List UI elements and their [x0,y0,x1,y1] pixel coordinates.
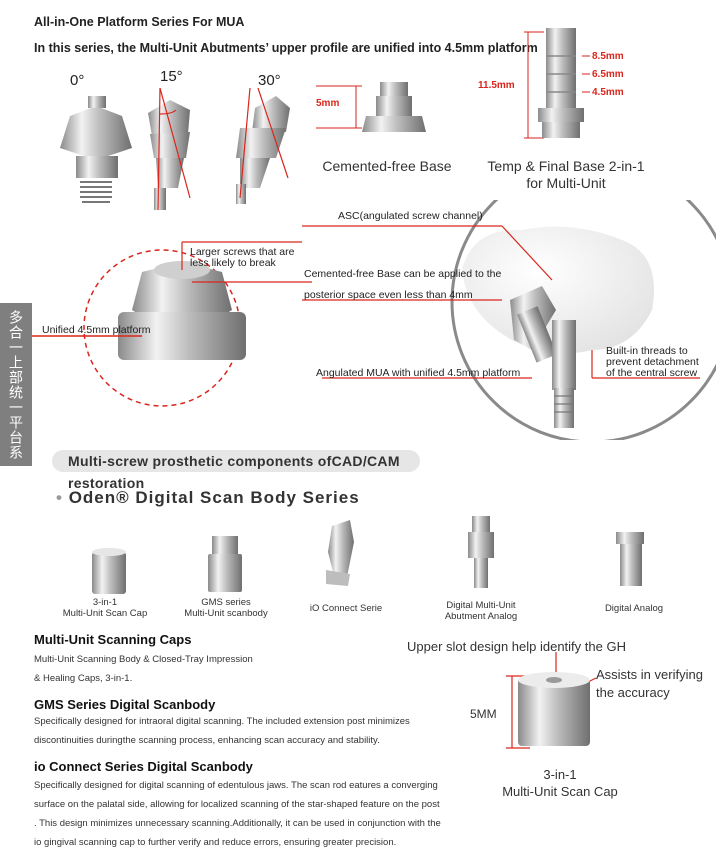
section-pill-heading: Multi-screw prosthetic components ofCAD/… [52,450,420,491]
product-label-scan-cap: 3-in-1 Multi-Unit Scan Cap [60,597,150,619]
platform-illustration [32,200,716,440]
temp-mark-3: 4.5mm [592,87,624,98]
assists-line1: Assists in verifying [596,667,703,682]
callout-asc: ASC(angulated screw channel) [338,210,483,222]
callout-unified: Unified 4.5mm platform [42,324,151,336]
mua-15-degree-image [148,88,191,211]
section-heading-io-connect: io Connect Series Digital Scanbody [34,759,253,774]
sidebar-chinese-tag: 多合一上部统一平台系统 [0,303,32,466]
product-label-mua-analog: Digital Multi-Unit Abutment Analog [432,600,530,622]
callout-angulated-mua: Angulated MUA with unified 4.5mm platfor… [316,367,521,379]
product-label-analog: Digital Analog [588,603,680,614]
callout-larger-screws-2: less likely to break [190,257,276,269]
page-subtitle: In this series, the Multi-Unit Abutments… [34,41,538,55]
temp-mark-1: 8.5mm [592,51,624,62]
scanning-caps-line2: & Healing Caps, 3-in-1. [34,673,133,684]
io-line2: surface on the palatal side, allowing fo… [34,799,440,810]
section-heading-scanning-caps: Multi-Unit Scanning Caps [34,632,192,647]
gms-line2: discontinuities duringthe scanning proce… [34,735,380,746]
digital-mua-analog-thumb [468,516,494,588]
page-title: All-in-One Platform Series For MUA [34,15,245,29]
mua-abutments-illustration [60,88,290,211]
scan-cap-caption: 3-in-1 Multi-Unit Scan Cap [480,766,640,800]
assists-text: Assists in verifying the accuracy [596,666,703,702]
scan-cap-large-image [506,652,597,749]
io-line1: Specifically designed for digital scanni… [34,780,438,791]
gms-line1: Specifically designed for intraoral digi… [34,716,410,727]
product-1-line2: Multi-Unit scanbody [184,608,268,619]
temp-mark-2: 6.5mm [592,69,624,80]
angle-label-30: 30° [258,72,281,89]
product-label-io: iO Connect Serie [300,603,392,614]
scan-cap-height: 5MM [470,707,497,721]
callout-threads-2: prevent detachment [606,356,699,368]
temp-final-caption: Temp & Final Base 2-in-1 for Multi-Unit [486,158,646,192]
product-0-line1: 3-in-1 [92,597,118,608]
callout-threads-1: Built-in threads to [606,345,688,357]
mua-30-degree-image [236,88,290,204]
temp-final-base-image [524,28,590,139]
gms-scanbody-thumb [208,536,242,592]
product-4-line1: Digital Analog [604,603,664,614]
angle-label-0: 0° [70,72,85,89]
product-3-line2: Abutment Analog [444,611,518,622]
scanning-caps-line1: Multi-Unit Scanning Body & Closed-Tray I… [34,654,253,665]
io-line3: . This design minimizes unnecessary scan… [34,818,441,829]
cemented-base-caption: Cemented-free Base [322,158,452,174]
product-thumbnails [92,516,644,594]
series-title: • Oden® Digital Scan Body Series [56,488,360,508]
mua-0-degree-image [60,96,132,203]
scan-cap-thumb [92,548,126,594]
upper-slot-text: Upper slot design help identify the GH [407,639,626,654]
temp-final-caption-line2: for Multi-Unit [526,175,606,191]
section-heading-gms: GMS Series Digital Scanbody [34,697,216,712]
callout-threads-3: of the central screw [606,367,698,379]
scan-cap-caption-line2: Multi-Unit Scan Cap [502,784,618,799]
temp-final-caption-line1: Temp & Final Base 2-in-1 [487,158,645,174]
product-label-gms: GMS series Multi-Unit scanbody [180,597,272,619]
section-body-gms: Specifically designed for intraoral digi… [34,712,454,750]
product-2-line1: iO Connect Serie [309,603,383,614]
product-3-line1: Digital Multi-Unit [446,600,516,611]
series-title-text: Oden® Digital Scan Body Series [68,488,360,507]
io-line4: io gingival scanning cap to further veri… [34,837,397,848]
product-0-line2: Multi-Unit Scan Cap [62,608,148,619]
product-1-line1: GMS series [201,597,251,608]
section-body-io-connect: Specifically designed for digital scanni… [34,776,474,852]
io-connect-thumb [326,520,354,586]
callout-cemented-2: posterior space even less than 4mm [304,289,473,301]
angle-label-15: 15° [160,68,183,85]
cemented-base-dim: 5mm [316,98,340,109]
scan-cap-caption-line1: 3-in-1 [543,767,577,782]
temp-total-height: 11.5mm [478,80,515,91]
assists-line2: the accuracy [596,685,670,700]
section-body-scanning-caps: Multi-Unit Scanning Body & Closed-Tray I… [34,650,434,688]
callout-larger-screws-1: Larger screws that are [190,246,295,258]
cemented-free-base-image [316,82,426,132]
series-bullet: • [56,488,63,507]
callout-cemented-1: Cemented-free Base can be applied to the [304,268,502,280]
digital-analog-thumb [616,532,644,586]
